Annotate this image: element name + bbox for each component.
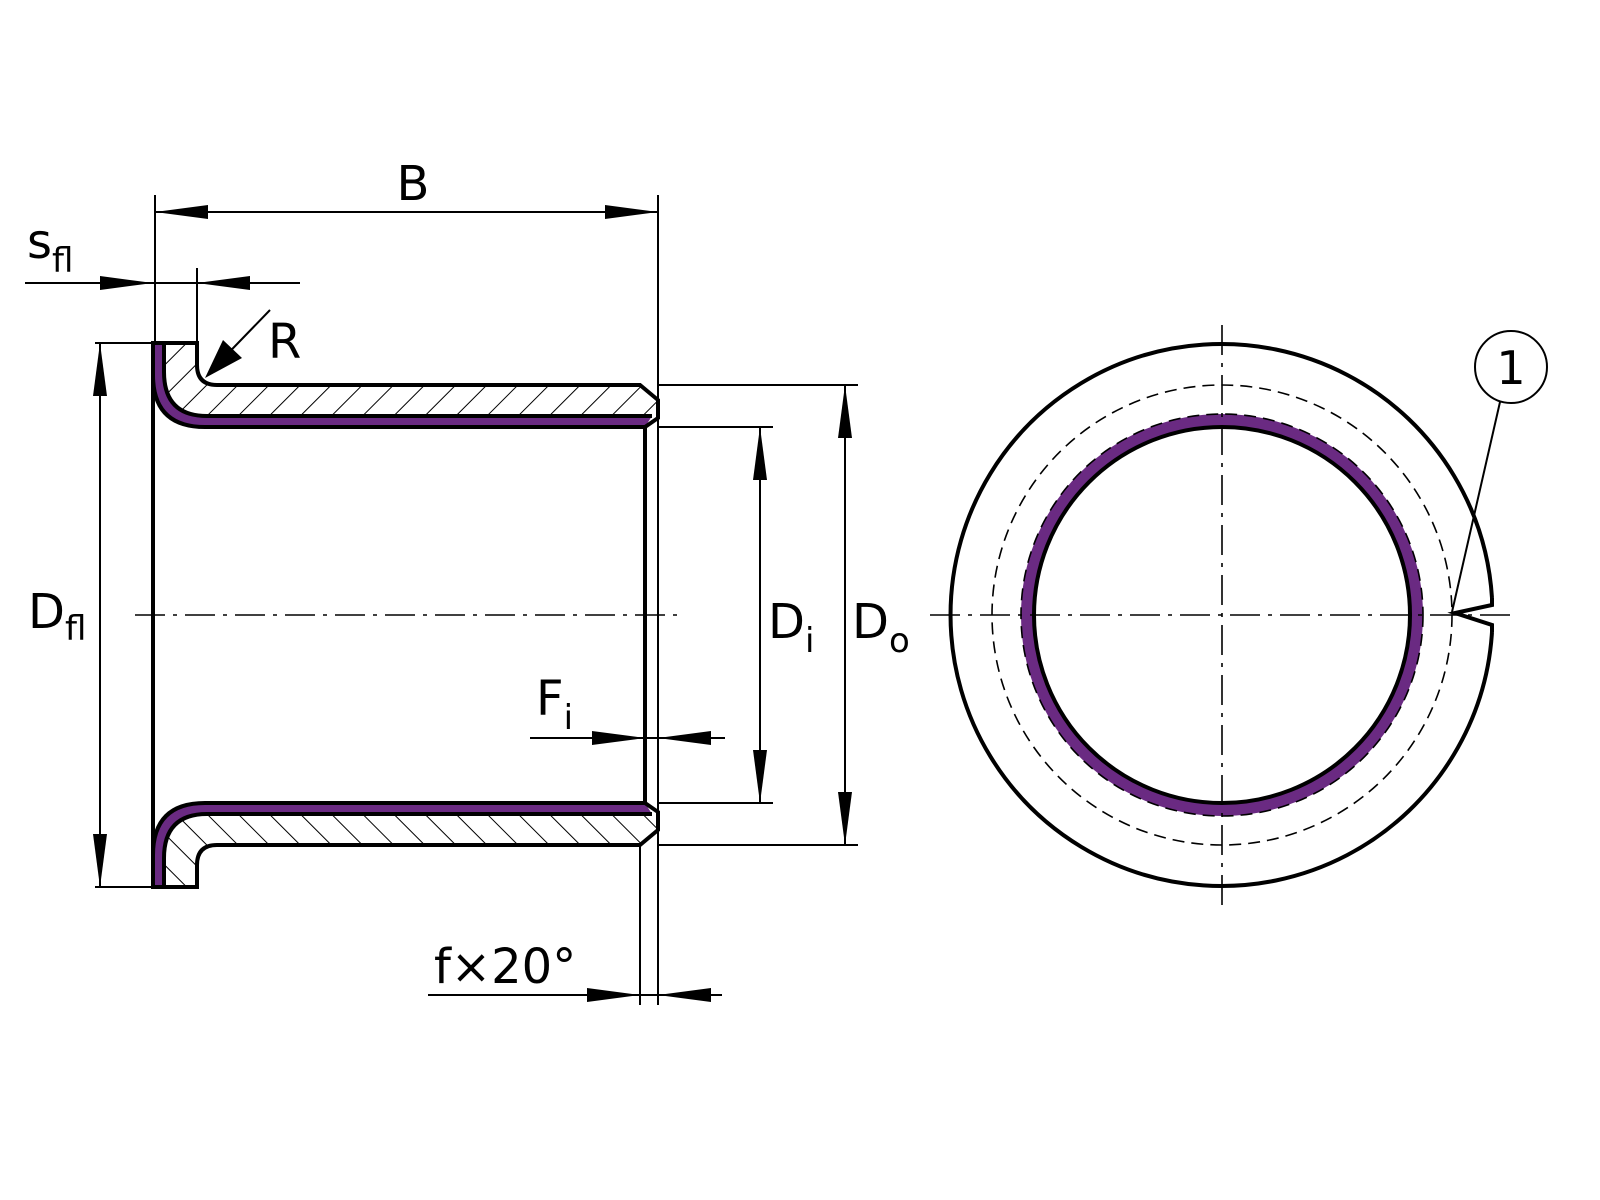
dimension-R: R (205, 309, 301, 378)
dimension-D-fl: Dfl (28, 342, 153, 888)
split-gap (1447, 598, 1494, 632)
label-D-o: Do (852, 594, 910, 661)
label-chamfer: f×20° (434, 939, 576, 995)
section-lower-wall (151, 801, 660, 889)
liner-upper (153, 343, 652, 427)
label-D-i: Di (768, 594, 814, 661)
callout-circle (1474, 330, 1548, 404)
dimension-D-o: Do (658, 384, 910, 846)
label-s-fl: sfl (27, 214, 73, 281)
dimension-chamfer: f×20° (428, 939, 722, 1002)
callout-label-1: 1 (1496, 341, 1525, 395)
dimension-D-i: Di (658, 426, 814, 804)
dimension-s-fl: sfl (25, 214, 300, 343)
label-F-i: Fi (536, 671, 573, 738)
liner-ring (1021, 414, 1423, 816)
callout-leader (1451, 401, 1501, 613)
label-D-fl: Dfl (28, 584, 86, 649)
label-R: R (268, 314, 301, 370)
dimension-B: B (154, 156, 658, 343)
end-view: 1 (930, 325, 1548, 905)
label-B: B (397, 156, 430, 212)
dimension-F-i: Fi (530, 671, 725, 745)
